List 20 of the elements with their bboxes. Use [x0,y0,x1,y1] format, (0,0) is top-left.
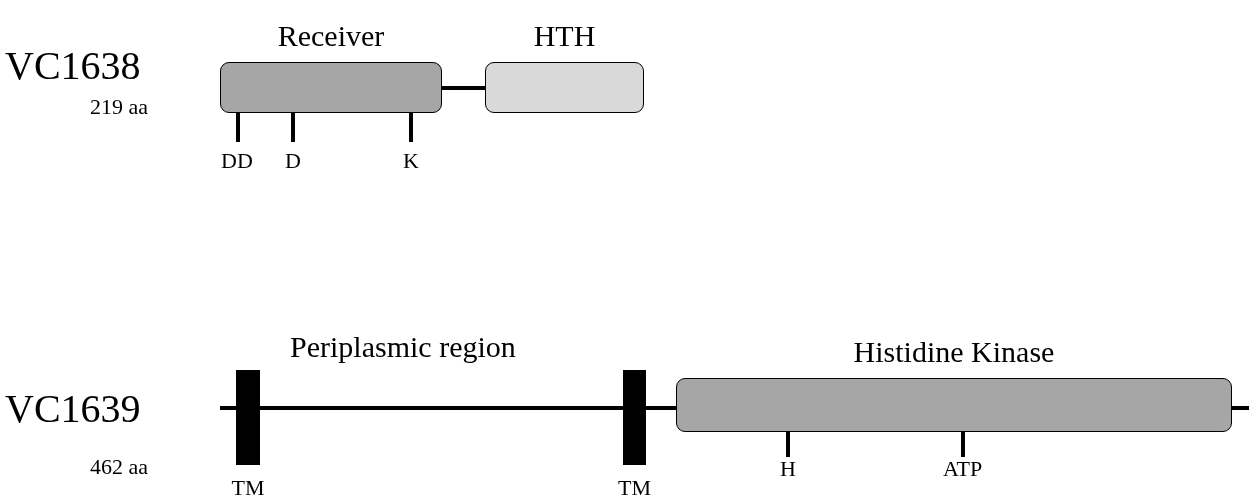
protein-name: VC1638 [5,46,141,86]
domain-label: Histidine Kinase [853,337,1055,367]
residue-label: K [403,150,419,172]
domain-label: TM [618,477,651,499]
domain-label: Receiver [277,21,385,51]
linker-line [220,406,236,410]
domain-label: HTH [533,21,596,51]
protein-length: 462 aa [90,456,149,478]
protein-name: VC1639 [5,389,141,429]
residue-label: H [780,458,796,480]
linker-line [442,86,485,90]
residue-label: D [285,150,301,172]
domain-label: TM [231,477,265,499]
linker-line [1232,406,1249,410]
linker-line [646,406,676,410]
residue-label: ATP [943,458,983,480]
region-label: Periplasmic region [290,332,516,362]
protein-length: 219 aa [90,96,149,118]
linker-line [260,406,623,410]
residue-label: DD [221,150,253,172]
